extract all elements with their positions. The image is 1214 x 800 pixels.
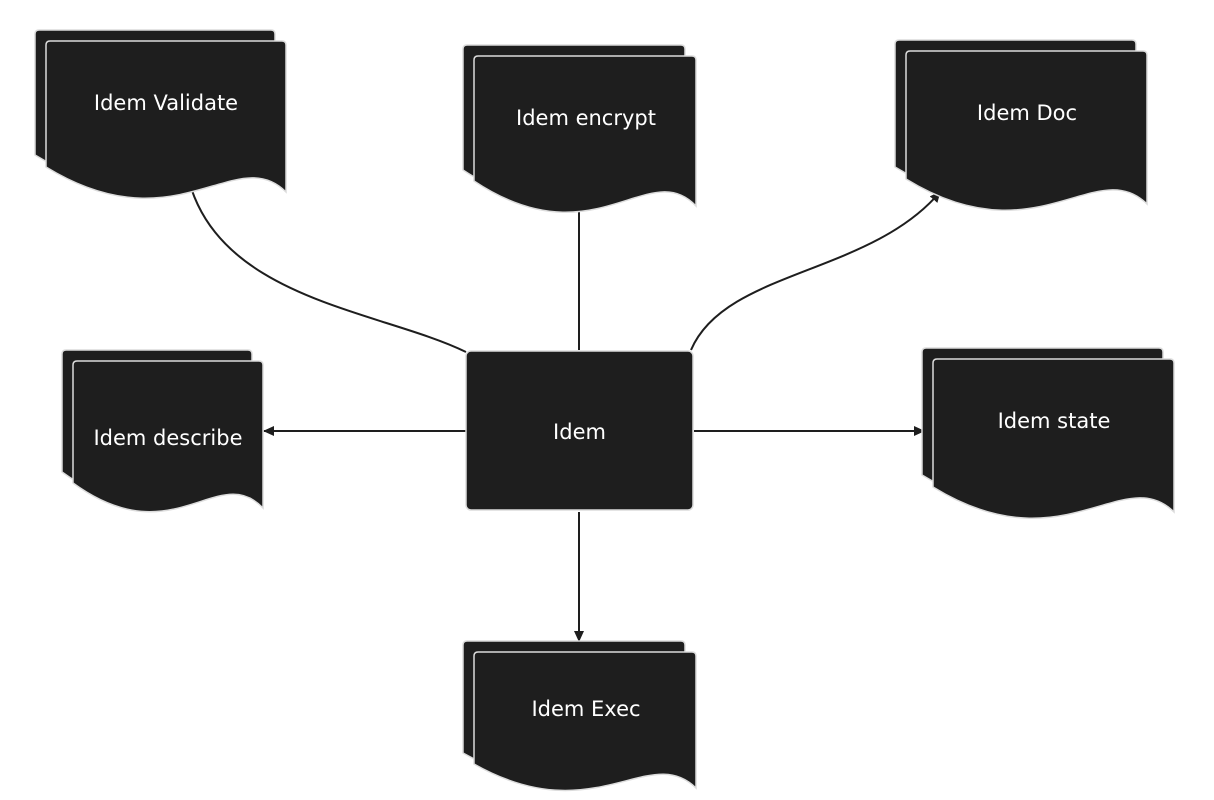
node-doc-label: Idem Doc [977, 101, 1077, 125]
node-doc: Idem Doc [894, 39, 1148, 211]
edges [184, 172, 941, 642]
node-state: Idem state [921, 347, 1175, 519]
node-idem-label: Idem [553, 420, 606, 444]
node-describe-label: Idem describe [93, 426, 242, 450]
node-idem: Idem [465, 350, 694, 511]
edge-idem-to-validate [184, 172, 467, 353]
node-exec: Idem Exec [462, 640, 697, 792]
node-validate-label: Idem Validate [94, 91, 238, 115]
node-exec-label: Idem Exec [531, 697, 640, 721]
node-state-label: Idem state [998, 409, 1111, 433]
node-encrypt-label: Idem encrypt [516, 106, 656, 130]
edge-idem-to-doc [690, 191, 941, 351]
node-encrypt: Idem encrypt [462, 44, 697, 213]
node-validate: Idem Validate [34, 29, 287, 199]
node-describe: Idem describe [61, 349, 264, 513]
